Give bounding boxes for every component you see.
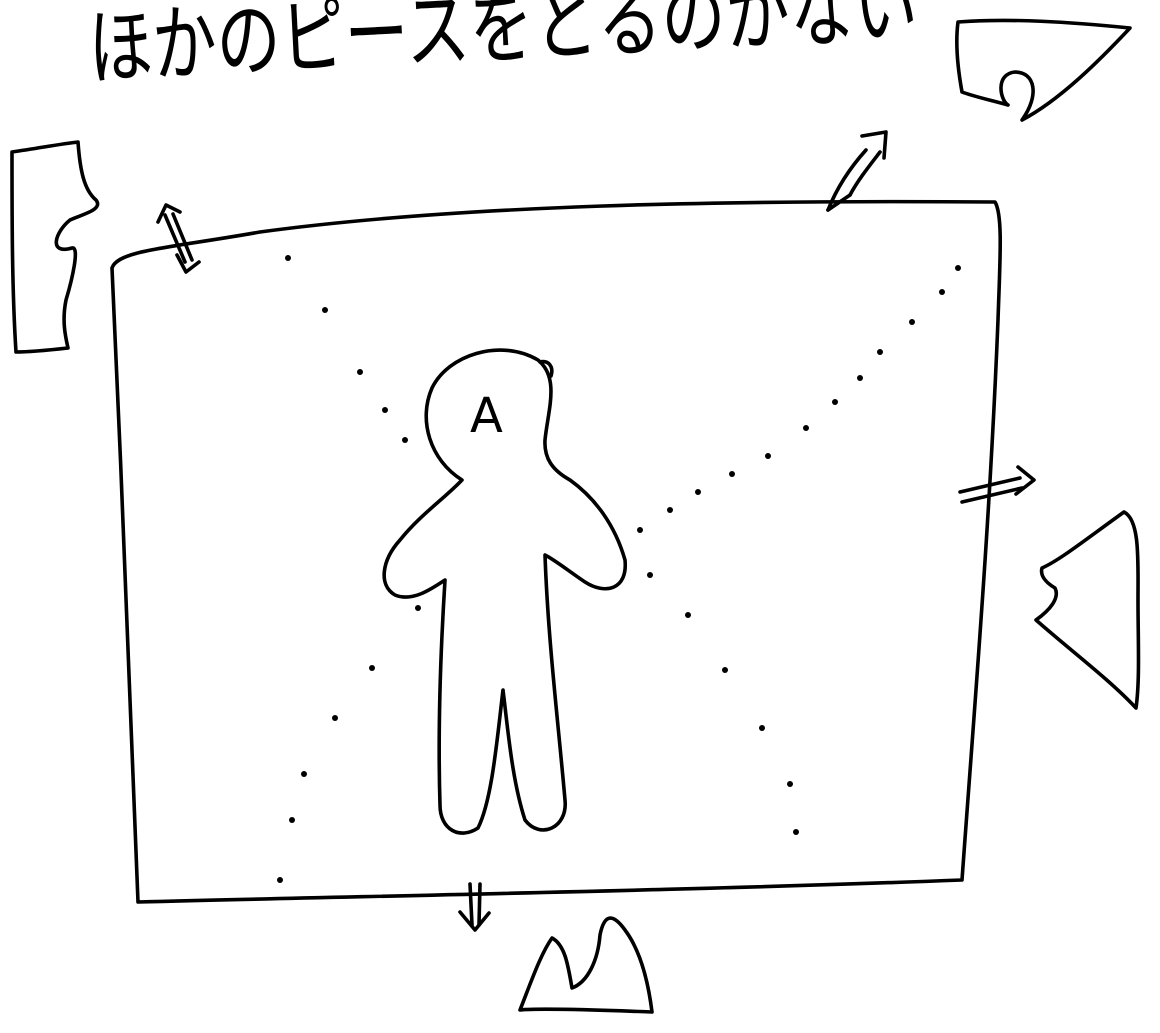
person-head-tick (538, 359, 554, 378)
puzzle-piece-left (10, 140, 100, 354)
figure-label: A (470, 388, 503, 444)
handwritten-caption: ほかのピースをとるのかない (86, 0, 920, 98)
puzzle-piece-right (1034, 510, 1141, 710)
double-arrow-icon (156, 203, 201, 274)
arrow-up-right-icon (826, 130, 888, 212)
main-square-outline (110, 199, 1003, 904)
arrow-down-icon (458, 882, 491, 932)
arrow-right-icon (958, 465, 1036, 504)
person-figure-outline (382, 348, 627, 835)
puzzle-piece-bottom (518, 916, 654, 1014)
puzzle-piece-top-right (955, 18, 1132, 122)
dotted-diagonal-lines (277, 255, 961, 883)
